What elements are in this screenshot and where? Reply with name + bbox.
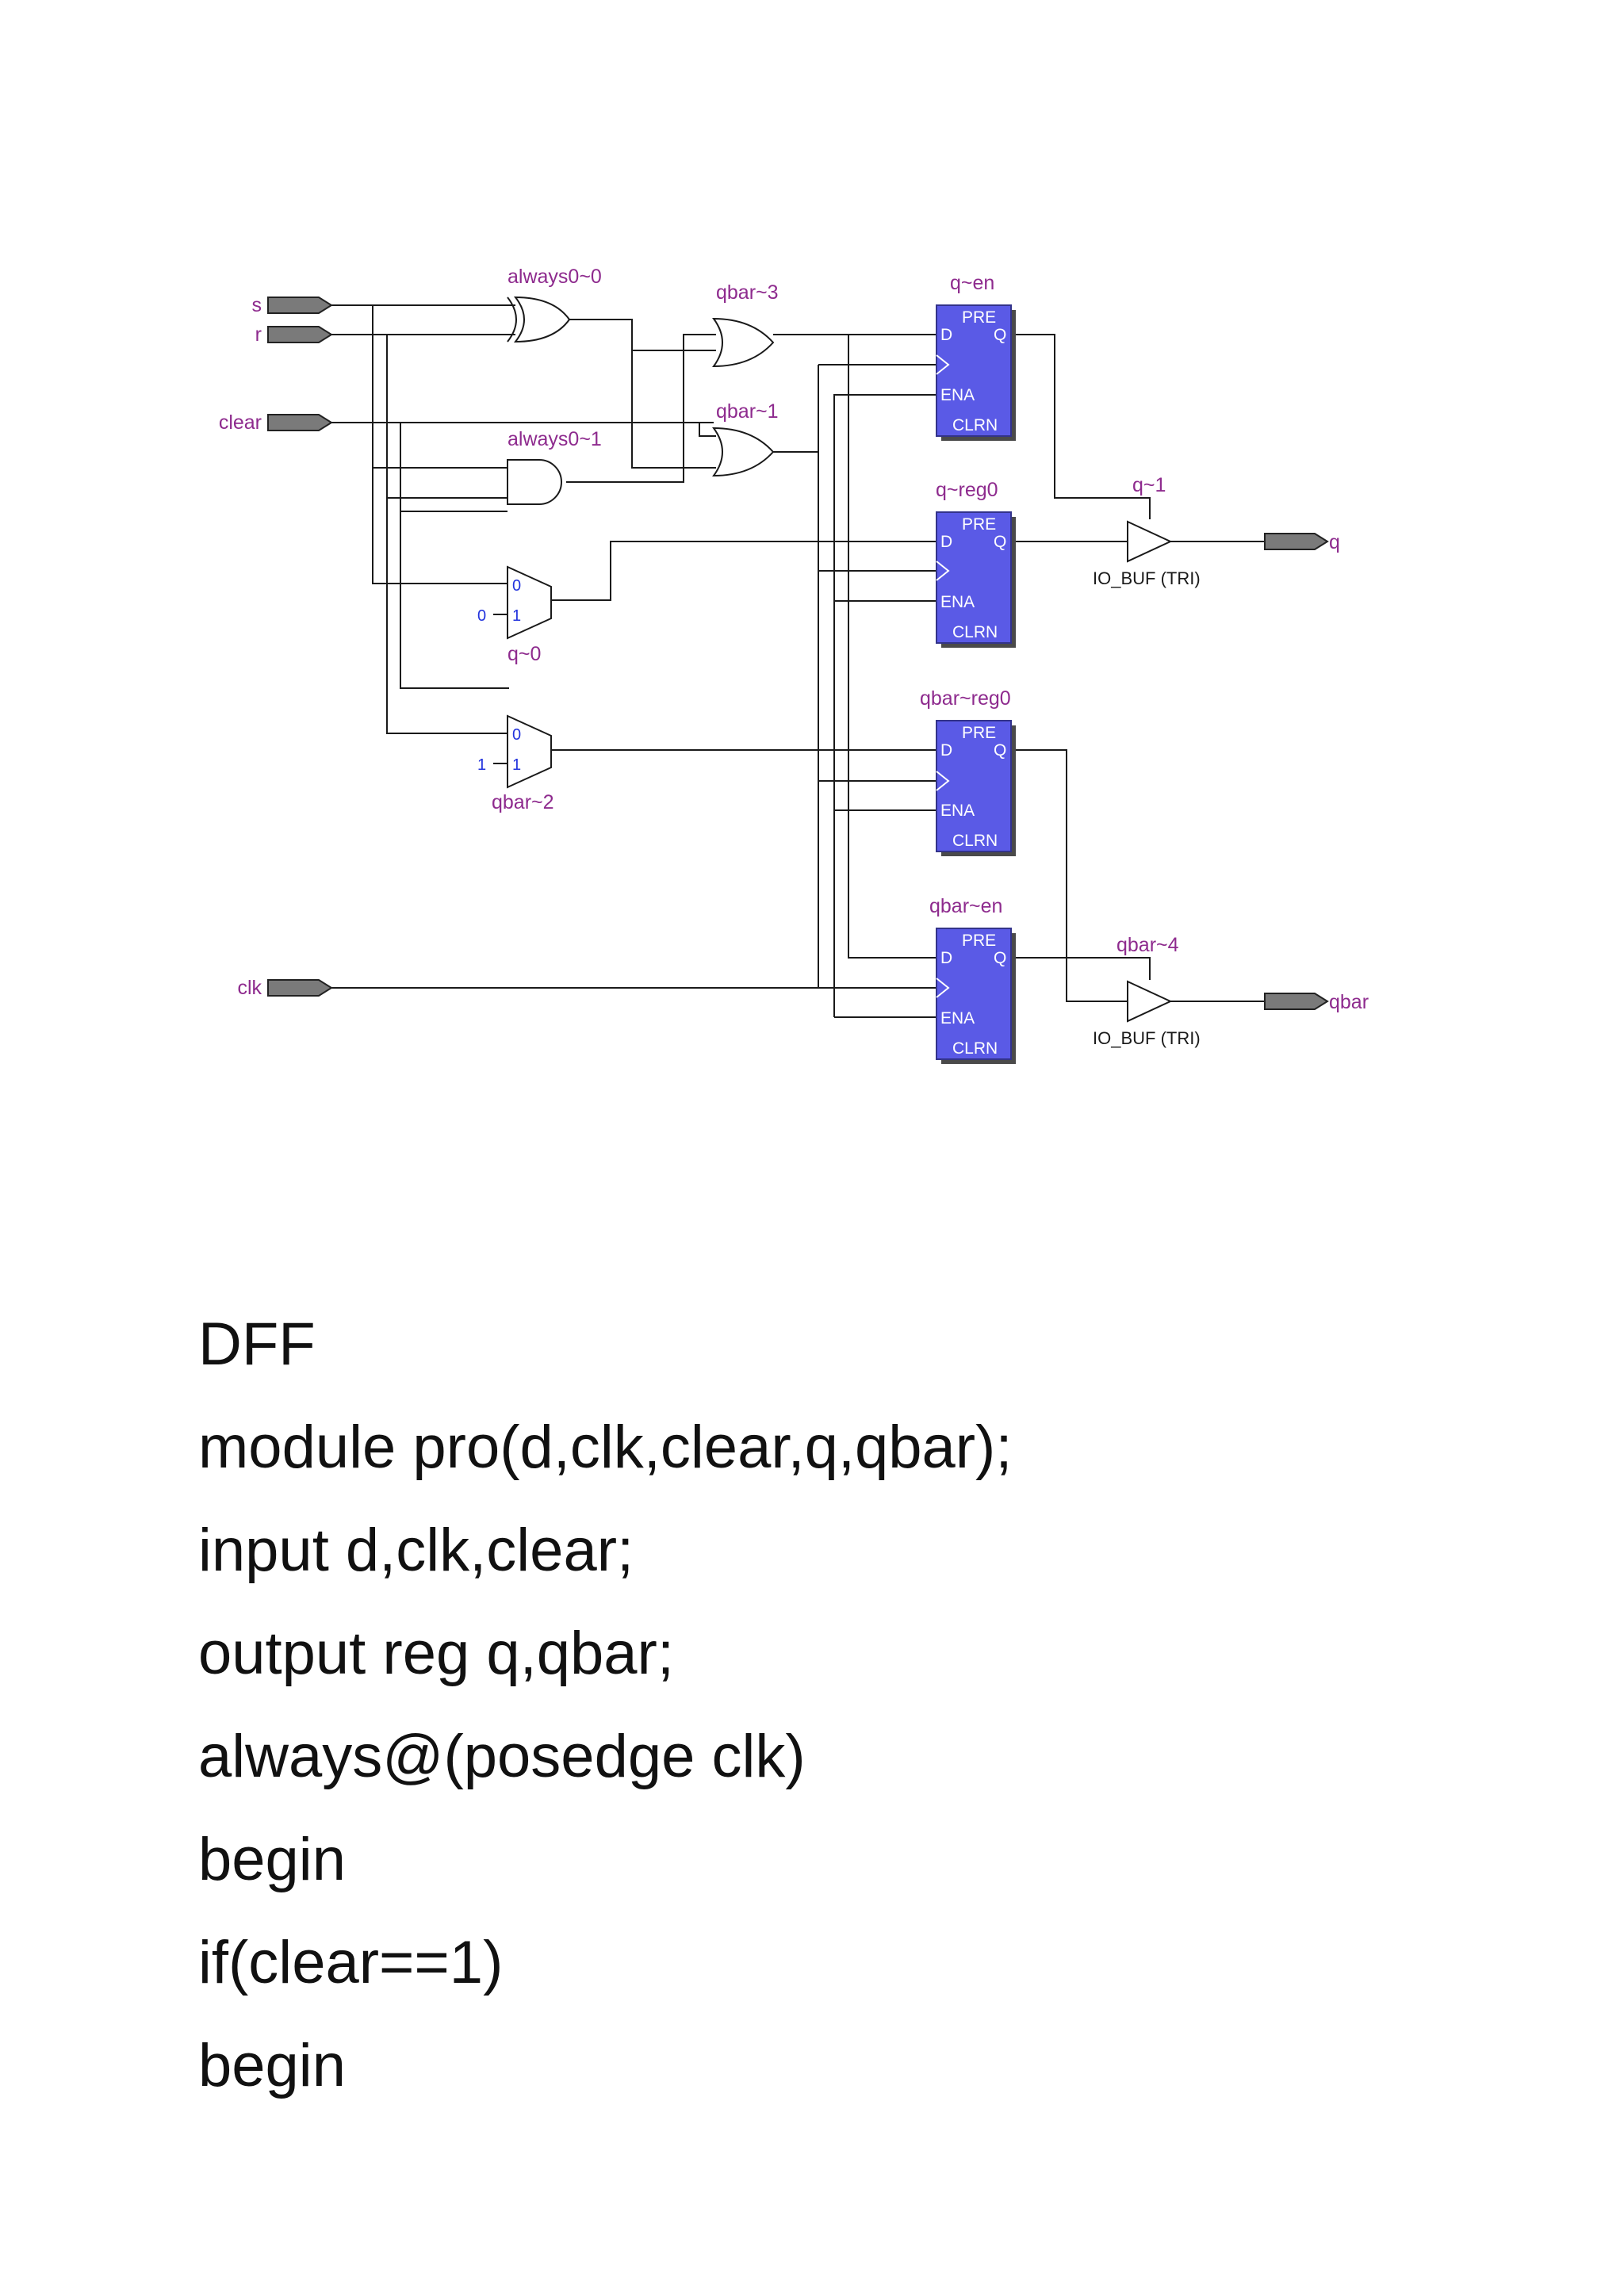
code-line: if(clear==1)	[198, 1929, 504, 1996]
svg-text:q: q	[1329, 531, 1340, 553]
svg-text:s: s	[252, 294, 262, 316]
input-port-s: s	[252, 294, 333, 316]
rtl-schematic: s r clear clk q qbar always0~0 always0~1…	[219, 266, 1369, 1064]
svg-text:D: D	[940, 741, 952, 760]
code-line: output reg q,qbar;	[198, 1620, 674, 1687]
svg-text:q~reg0: q~reg0	[936, 479, 998, 501]
svg-text:CLRN: CLRN	[952, 416, 998, 434]
svg-text:qbar~2: qbar~2	[492, 791, 554, 813]
svg-text:Q: Q	[994, 533, 1006, 551]
svg-text:q~en: q~en	[950, 272, 994, 294]
svg-text:qbar: qbar	[1329, 991, 1369, 1013]
svg-text:clk: clk	[237, 977, 262, 999]
svg-text:ENA: ENA	[940, 386, 975, 404]
mux-q-constant: 0	[477, 607, 486, 625]
svg-text:ENA: ENA	[940, 593, 975, 611]
code-line: always@(posedge clk)	[198, 1723, 806, 1790]
svg-text:PRE: PRE	[962, 515, 996, 534]
tri-buffer-qbar: qbar~4 IO_BUF (TRI)	[1093, 934, 1201, 1048]
svg-text:IO_BUF (TRI): IO_BUF (TRI)	[1093, 568, 1201, 588]
code-line: DFF	[198, 1311, 316, 1378]
mux-q: 0 1 0 q~0	[477, 565, 552, 665]
svg-text:PRE: PRE	[962, 932, 996, 950]
svg-text:qbar~reg0: qbar~reg0	[920, 687, 1011, 710]
svg-text:always0~1: always0~1	[508, 428, 602, 450]
input-port-r: r	[255, 323, 333, 346]
input-port-clk: clk	[237, 977, 333, 999]
svg-text:Q: Q	[994, 741, 1006, 760]
wires	[329, 304, 1265, 1018]
svg-text:r: r	[255, 323, 262, 346]
svg-text:1: 1	[512, 607, 521, 625]
register-q-reg0: PRE D Q ENA CLRN q~reg0	[936, 479, 1016, 648]
register-qbar-en: PRE D Q ENA CLRN qbar~en	[929, 895, 1016, 1064]
register-qbar-reg0: PRE D Q ENA CLRN qbar~reg0	[920, 687, 1016, 856]
svg-text:CLRN: CLRN	[952, 832, 998, 850]
xor-gate: always0~0	[507, 266, 602, 343]
svg-text:qbar~1: qbar~1	[716, 400, 779, 423]
input-port-clear: clear	[219, 411, 333, 434]
svg-text:qbar~3: qbar~3	[716, 281, 779, 304]
svg-text:D: D	[940, 326, 952, 344]
code-line: module pro(d,clk,clear,q,qbar);	[198, 1414, 1013, 1481]
svg-text:1: 1	[512, 756, 521, 774]
svg-text:ENA: ENA	[940, 1009, 975, 1027]
svg-text:ENA: ENA	[940, 802, 975, 820]
svg-text:Q: Q	[994, 949, 1006, 967]
svg-text:CLRN: CLRN	[952, 1039, 998, 1058]
register-q-en: PRE D Q ENA CLRN q~en	[936, 272, 1016, 441]
mux-qbar: 0 1 1 qbar~2	[477, 714, 554, 813]
svg-text:IO_BUF (TRI): IO_BUF (TRI)	[1093, 1028, 1201, 1048]
svg-text:PRE: PRE	[962, 308, 996, 327]
svg-text:0: 0	[512, 726, 521, 744]
code-line: input d,clk,clear;	[198, 1517, 634, 1584]
svg-text:q~0: q~0	[508, 643, 541, 665]
svg-text:D: D	[940, 949, 952, 967]
svg-text:qbar~4: qbar~4	[1116, 934, 1179, 956]
svg-text:PRE: PRE	[962, 724, 996, 742]
svg-text:clear: clear	[219, 411, 262, 434]
svg-text:q~1: q~1	[1132, 474, 1166, 496]
code-line: begin	[198, 1826, 346, 1893]
svg-text:always0~0: always0~0	[508, 266, 602, 288]
svg-text:Q: Q	[994, 326, 1006, 344]
or-gate-top: qbar~3	[712, 281, 779, 368]
output-port-q: q	[1264, 531, 1340, 553]
and-gate: always0~1	[507, 428, 602, 505]
svg-text:qbar~en: qbar~en	[929, 895, 1002, 917]
svg-text:D: D	[940, 533, 952, 551]
svg-text:0: 0	[512, 577, 521, 595]
output-port-qbar: qbar	[1264, 991, 1369, 1013]
tri-buffer-q: q~1 IO_BUF (TRI)	[1093, 474, 1201, 588]
code-line: begin	[198, 2032, 346, 2099]
svg-text:CLRN: CLRN	[952, 623, 998, 641]
or-gate-mid: qbar~1	[712, 400, 779, 477]
mux-qbar-constant: 1	[477, 756, 486, 774]
